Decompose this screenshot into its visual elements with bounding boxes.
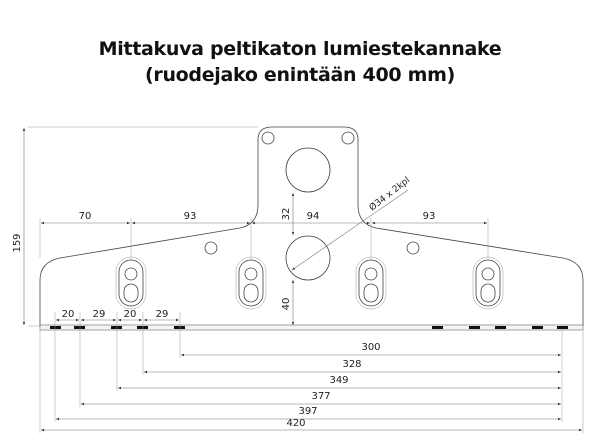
dim-bottom-349: 349 — [329, 375, 348, 386]
corner-hole-left — [261, 131, 275, 145]
dim-bottom-377: 377 — [311, 391, 330, 402]
dim-hole-diameter: Ø34 x 2kpl — [367, 175, 412, 214]
dim-top-94: 94 — [307, 211, 320, 222]
dim-small-20b: 20 — [124, 309, 137, 320]
large-hole-upper — [285, 147, 331, 193]
dim-bottom-420: 420 — [286, 418, 305, 429]
dim-top-93-right: 93 — [423, 211, 436, 222]
dim-top-70: 70 — [79, 211, 92, 222]
small-hole-right — [406, 241, 420, 255]
small-hole-left — [204, 241, 218, 255]
bottom-flange — [39, 324, 584, 331]
drawing-subtitle: (ruodejako enintään 400 mm) — [144, 64, 456, 86]
corner-hole-right — [341, 131, 355, 145]
drawing-title: Mittakuva peltikaton lumiestekannake — [98, 38, 502, 60]
mounting-slots — [115, 256, 504, 310]
plate-outline — [39, 126, 584, 327]
dim-bottom-300: 300 — [361, 342, 380, 353]
dim-top-93-left: 93 — [184, 211, 197, 222]
dim-small-29b: 29 — [156, 309, 169, 320]
large-hole-lower — [285, 235, 331, 281]
dim-height-159: 159 — [12, 233, 23, 252]
dim-small-29a: 29 — [93, 309, 106, 320]
dim-center-32: 32 — [281, 208, 292, 221]
dim-bottom-397: 397 — [298, 406, 317, 417]
dim-bottom-328: 328 — [342, 359, 361, 370]
dim-center-40: 40 — [281, 298, 292, 311]
dim-small-20a: 20 — [62, 309, 75, 320]
